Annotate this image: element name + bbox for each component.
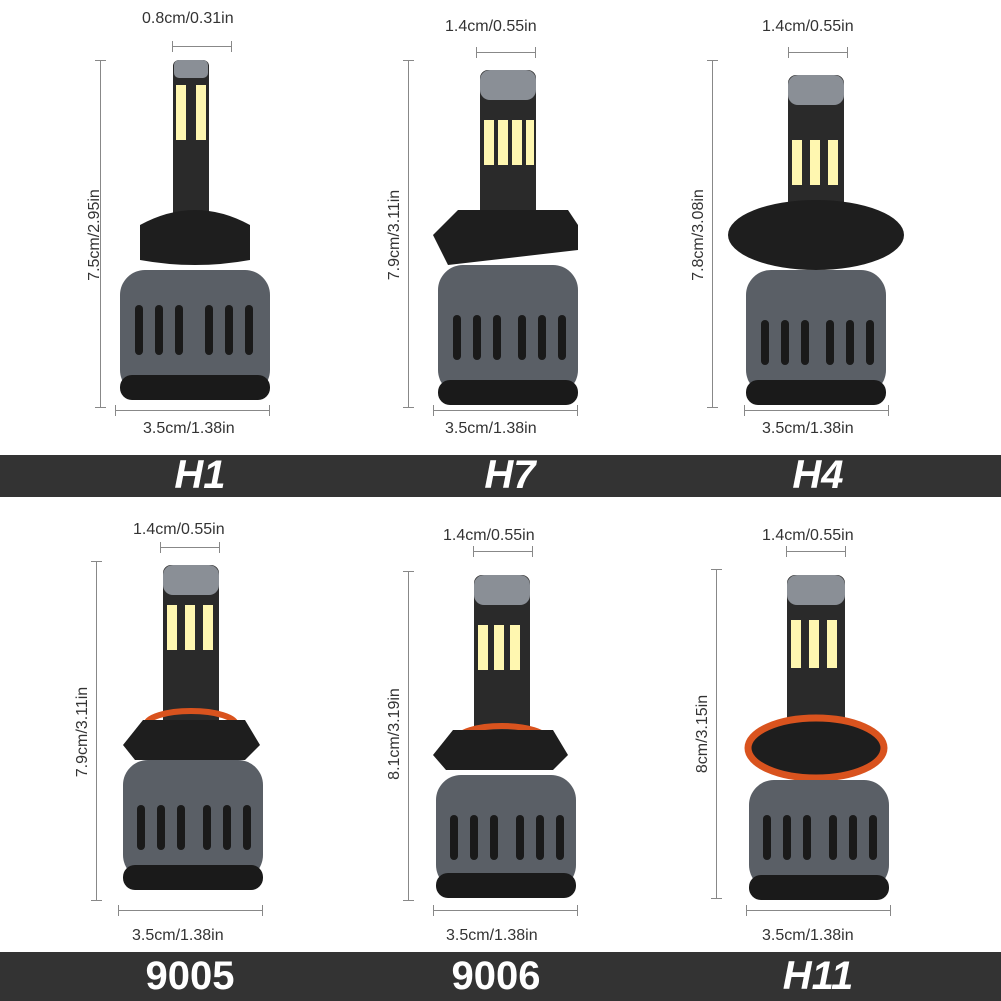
label-bar-bottom: [0, 952, 1001, 1001]
top-width-line: [786, 546, 846, 557]
top-width-line: [788, 47, 848, 58]
bottom-width-label: 3.5cm/1.38in: [762, 927, 854, 944]
bottom-width-label: 3.5cm/1.38in: [762, 420, 854, 437]
bottom-width-line: [744, 405, 889, 416]
bulb-image: [120, 60, 270, 400]
height-line: [91, 561, 102, 901]
top-width-label: 1.4cm/0.55in: [445, 18, 537, 35]
top-width-line: [172, 41, 232, 52]
bottom-width-label: 3.5cm/1.38in: [446, 927, 538, 944]
height-label: 7.5cm/2.95in: [86, 189, 103, 281]
bulb-card-h7: 1.4cm/0.55in 7.9cm/3.11in 3.5cm/1.38in: [333, 0, 666, 455]
bottom-width-label: 3.5cm/1.38in: [143, 420, 235, 437]
bulb-card-h4: 1.4cm/0.55in 7.8cm/3.08in 3.5cm/1.38in: [666, 0, 999, 455]
bulb-label-h11: H11: [782, 954, 854, 998]
height-line: [403, 571, 414, 901]
top-width-label: 1.4cm/0.55in: [133, 521, 225, 538]
bottom-width-label: 3.5cm/1.38in: [445, 420, 537, 437]
top-width-line: [160, 542, 220, 553]
height-label: 7.9cm/3.11in: [74, 686, 91, 778]
bulb-label-9006: 9006: [451, 954, 541, 998]
top-width-line: [476, 47, 536, 58]
top-width-line: [473, 546, 533, 557]
height-line: [95, 60, 106, 408]
bulb-card-h1: 0.8cm/0.31in 7.5cm/2.95in 3.5cm/1.38in: [0, 0, 333, 455]
bottom-width-line: [118, 905, 263, 916]
bottom-width-line: [433, 405, 578, 416]
height-line: [707, 60, 718, 408]
height-line: [711, 569, 722, 899]
top-width-label: 1.4cm/0.55in: [762, 527, 854, 544]
top-width-label: 1.4cm/0.55in: [443, 527, 535, 544]
bulb-label-h4: H4: [792, 453, 844, 497]
bulb-image: [744, 575, 889, 900]
height-label: 7.9cm/3.11in: [386, 189, 403, 281]
bottom-width-line: [433, 905, 578, 916]
top-width-label: 0.8cm/0.31in: [142, 10, 234, 27]
bottom-width-label: 3.5cm/1.38in: [132, 927, 224, 944]
bulb-label-h1: H1: [174, 453, 226, 497]
bulb-image: [123, 565, 263, 890]
bulb-image: [433, 70, 578, 405]
height-line: [403, 60, 414, 408]
bulb-label-9005: 9005: [145, 954, 235, 998]
bulb-image: [728, 75, 904, 405]
height-label: 8.1cm/3.19in: [386, 688, 403, 780]
height-label: 7.8cm/3.08in: [690, 189, 707, 281]
bulb-image: [433, 575, 576, 898]
height-label: 8cm/3.15in: [694, 694, 711, 774]
bulb-card-9006: 1.4cm/0.55in 8.1cm/3.19in 3.5cm/1.38in: [333, 505, 666, 960]
bulb-card-h11: 1.4cm/0.55in 8cm/3.15in 3.5cm/1.38in: [666, 505, 999, 960]
label-bar-top: [0, 455, 1001, 497]
bulb-card-9005: 1.4cm/0.55in 7.9cm/3.11in 3.5cm/1.38in: [0, 505, 333, 960]
bottom-width-line: [115, 405, 270, 416]
bulb-label-h7: H7: [484, 453, 536, 497]
bottom-width-line: [746, 905, 891, 916]
top-width-label: 1.4cm/0.55in: [762, 18, 854, 35]
